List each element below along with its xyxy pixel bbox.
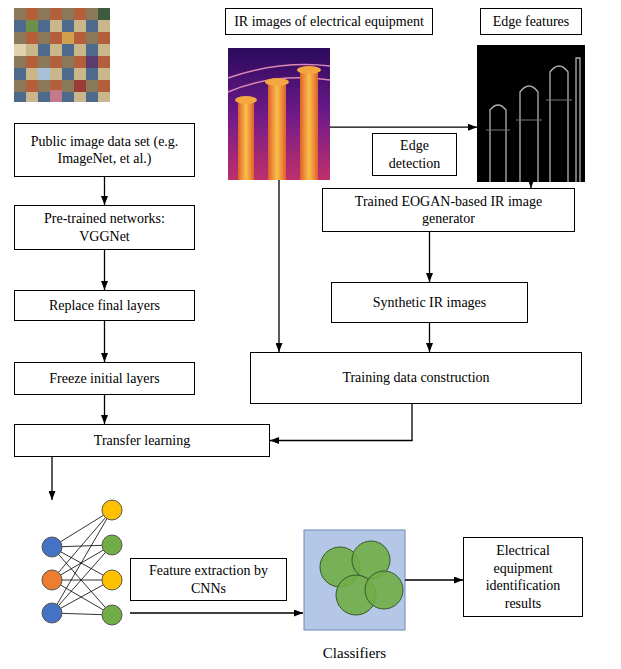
classifier-figure [304,530,405,630]
connector-arrow [270,404,412,441]
classifier-circle [365,571,403,609]
network-neuron [42,603,62,623]
collage-tiles [14,8,110,102]
ir-thermal-image [228,48,330,180]
collage-tile [14,44,26,56]
node-label: Classifiers [323,644,386,662]
classifier-node: Classifiers [304,530,405,630]
classifier-panel [304,530,405,630]
node-label: Trained EOGAN-based IR image generator [329,193,568,228]
network-neuron [102,570,122,590]
node-label: Electrical equipment identification resu… [470,542,576,612]
collage-tile [74,80,86,92]
neural-network [42,500,122,625]
ir-insulator [268,82,286,180]
connector-arrow [104,250,105,290]
connector-arrow [405,579,463,580]
connector-arrow [278,180,279,352]
node-label: Replace final layers [49,297,160,315]
ir-insulator [238,100,254,180]
node-label: Freeze initial layers [49,370,159,388]
ir-image-node: IR images of electrical equipment [228,48,330,180]
node-label: Public image data set (e.g. ImageNet, et… [21,133,188,168]
connector-arrow [429,232,430,282]
node-heading: IR images of electrical equipment [225,8,433,35]
network-neuron [102,605,122,625]
network-neuron [102,500,122,520]
node-label: Transfer learning [94,432,190,450]
process-box: Freeze initial layers [14,362,195,395]
image-collage [14,8,110,102]
collage-tile [62,32,74,44]
connector-arrow [429,323,430,352]
process-box: Transfer learning [14,424,270,457]
flow-arrow [130,612,303,613]
node-label: Training data construction [342,369,489,387]
edge-feature-image [477,45,585,182]
flow-arrow [51,457,52,500]
process-box: Feature extraction by CNNs [130,558,287,601]
collage-tile [26,20,38,32]
collage-tile [86,56,98,68]
node-label: Edge features [493,13,570,31]
network-neuron [42,537,62,557]
node-label: Edge detection [379,137,450,172]
edge-background [477,45,585,182]
collage-tile [98,8,110,20]
network-links [52,510,112,615]
connector-arrow [104,395,105,424]
edge-ridges [486,100,572,130]
node-label: Pre-trained networks: VGGNet [21,210,188,245]
process-box: Synthetic IR images [331,282,528,323]
node-label: IR images of electrical equipment [234,13,424,31]
ir-background [228,48,330,180]
edge-image-node: Edge features [477,45,585,182]
connector-arrow [330,127,477,128]
node-heading: Classifiers [284,640,425,666]
process-box: Electrical equipment identification resu… [463,537,583,617]
ir-cap [265,78,289,86]
network-neuron [102,535,122,555]
connector-arrow [104,177,105,205]
ir-cap [297,66,321,74]
collage-tile [50,90,62,102]
process-box: Training data construction [250,352,582,404]
process-box: Trained EOGAN-based IR image generator [322,188,575,232]
connector-arrow [104,321,105,362]
process-box: Pre-trained networks: VGGNet [14,205,195,250]
process-box: Edge detection [372,133,457,176]
node-label: Feature extraction by CNNs [137,562,280,597]
process-box: Public image data set (e.g. ImageNet, et… [14,123,195,177]
ir-insulator [300,70,318,180]
network-neuron [42,570,62,590]
ir-cap [235,96,257,104]
collage-tile [38,68,50,80]
node-label: Synthetic IR images [373,294,487,312]
node-heading: Edge features [480,8,582,35]
process-box: Replace final layers [14,290,195,321]
